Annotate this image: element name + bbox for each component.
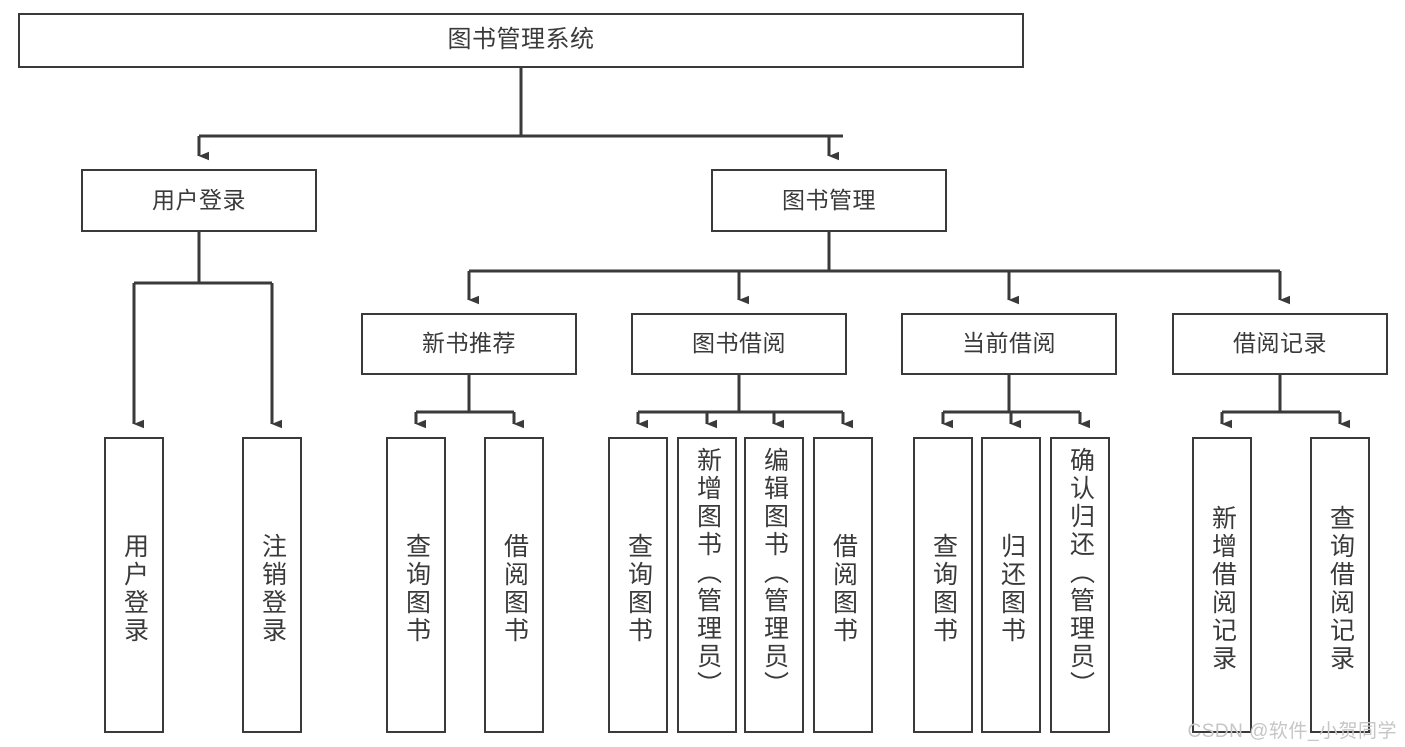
node-leaf-confirm-return[interactable]: 确认归还（管理员） <box>1050 437 1110 733</box>
node-leaf-borrow-book-1[interactable]: 借阅图书 <box>484 437 544 733</box>
node-borrow-record[interactable]: 借阅记录 <box>1172 313 1388 375</box>
node-leaf-user-login[interactable]: 用户登录 <box>104 437 164 733</box>
node-leaf-logout[interactable]: 注销登录 <box>242 437 302 733</box>
node-new-book-recommend[interactable]: 新书推荐 <box>361 313 577 375</box>
node-root[interactable]: 图书管理系统 <box>18 13 1024 68</box>
node-leaf-query-book-3[interactable]: 查询图书 <box>913 437 973 733</box>
node-current-borrow-label: 当前借阅 <box>962 330 1056 357</box>
node-user-login-label: 用户登录 <box>152 186 246 213</box>
node-leaf-edit-book-label: 编辑图书（管理员） <box>760 447 789 699</box>
edge-group-borrow-record <box>1220 375 1350 429</box>
node-leaf-logout-label: 注销登录 <box>258 533 287 645</box>
node-user-login[interactable]: 用户登录 <box>81 169 317 232</box>
node-borrow-record-label: 借阅记录 <box>1233 330 1327 357</box>
edge-group-book-manage <box>467 232 1290 305</box>
node-book-borrow-label: 图书借阅 <box>692 330 786 357</box>
edge-group-book-borrow <box>636 375 853 429</box>
node-leaf-query-book-1-label: 查询图书 <box>402 533 431 645</box>
node-leaf-query-book-1[interactable]: 查询图书 <box>386 437 446 733</box>
node-leaf-borrow-book-2[interactable]: 借阅图书 <box>813 437 873 733</box>
node-book-borrow[interactable]: 图书借阅 <box>631 313 847 375</box>
node-leaf-borrow-book-2-label: 借阅图书 <box>829 533 858 645</box>
node-book-manage-label: 图书管理 <box>782 186 876 213</box>
node-leaf-add-record-label: 新增借阅记录 <box>1208 505 1237 673</box>
node-leaf-query-record-label: 查询借阅记录 <box>1326 505 1355 673</box>
watermark: CSDN @软件_小贺同学 <box>1187 721 1397 742</box>
node-book-manage[interactable]: 图书管理 <box>711 169 947 232</box>
node-leaf-add-book[interactable]: 新增图书（管理员） <box>677 437 737 733</box>
node-leaf-add-book-label: 新增图书（管理员） <box>693 447 722 699</box>
node-current-borrow[interactable]: 当前借阅 <box>901 313 1117 375</box>
edge-group-root <box>197 68 843 161</box>
edge-group-new-book-recommend <box>414 375 524 429</box>
node-leaf-edit-book[interactable]: 编辑图书（管理员） <box>744 437 804 733</box>
edge-group-current-borrow <box>941 375 1090 429</box>
node-leaf-query-record[interactable]: 查询借阅记录 <box>1310 437 1370 733</box>
node-new-book-recommend-label: 新书推荐 <box>422 330 516 357</box>
node-leaf-query-book-3-label: 查询图书 <box>929 533 958 645</box>
node-root-label: 图书管理系统 <box>447 26 595 54</box>
node-leaf-return-book[interactable]: 归还图书 <box>981 437 1041 733</box>
node-leaf-add-record[interactable]: 新增借阅记录 <box>1192 437 1252 733</box>
node-leaf-confirm-return-label: 确认归还（管理员） <box>1066 447 1095 699</box>
node-leaf-return-book-label: 归还图书 <box>997 533 1026 645</box>
node-leaf-query-book-2[interactable]: 查询图书 <box>608 437 668 733</box>
node-leaf-user-login-label: 用户登录 <box>120 533 149 645</box>
node-leaf-query-book-2-label: 查询图书 <box>624 533 653 645</box>
node-leaf-borrow-book-1-label: 借阅图书 <box>500 533 529 645</box>
edge-group-user-login <box>132 232 282 429</box>
